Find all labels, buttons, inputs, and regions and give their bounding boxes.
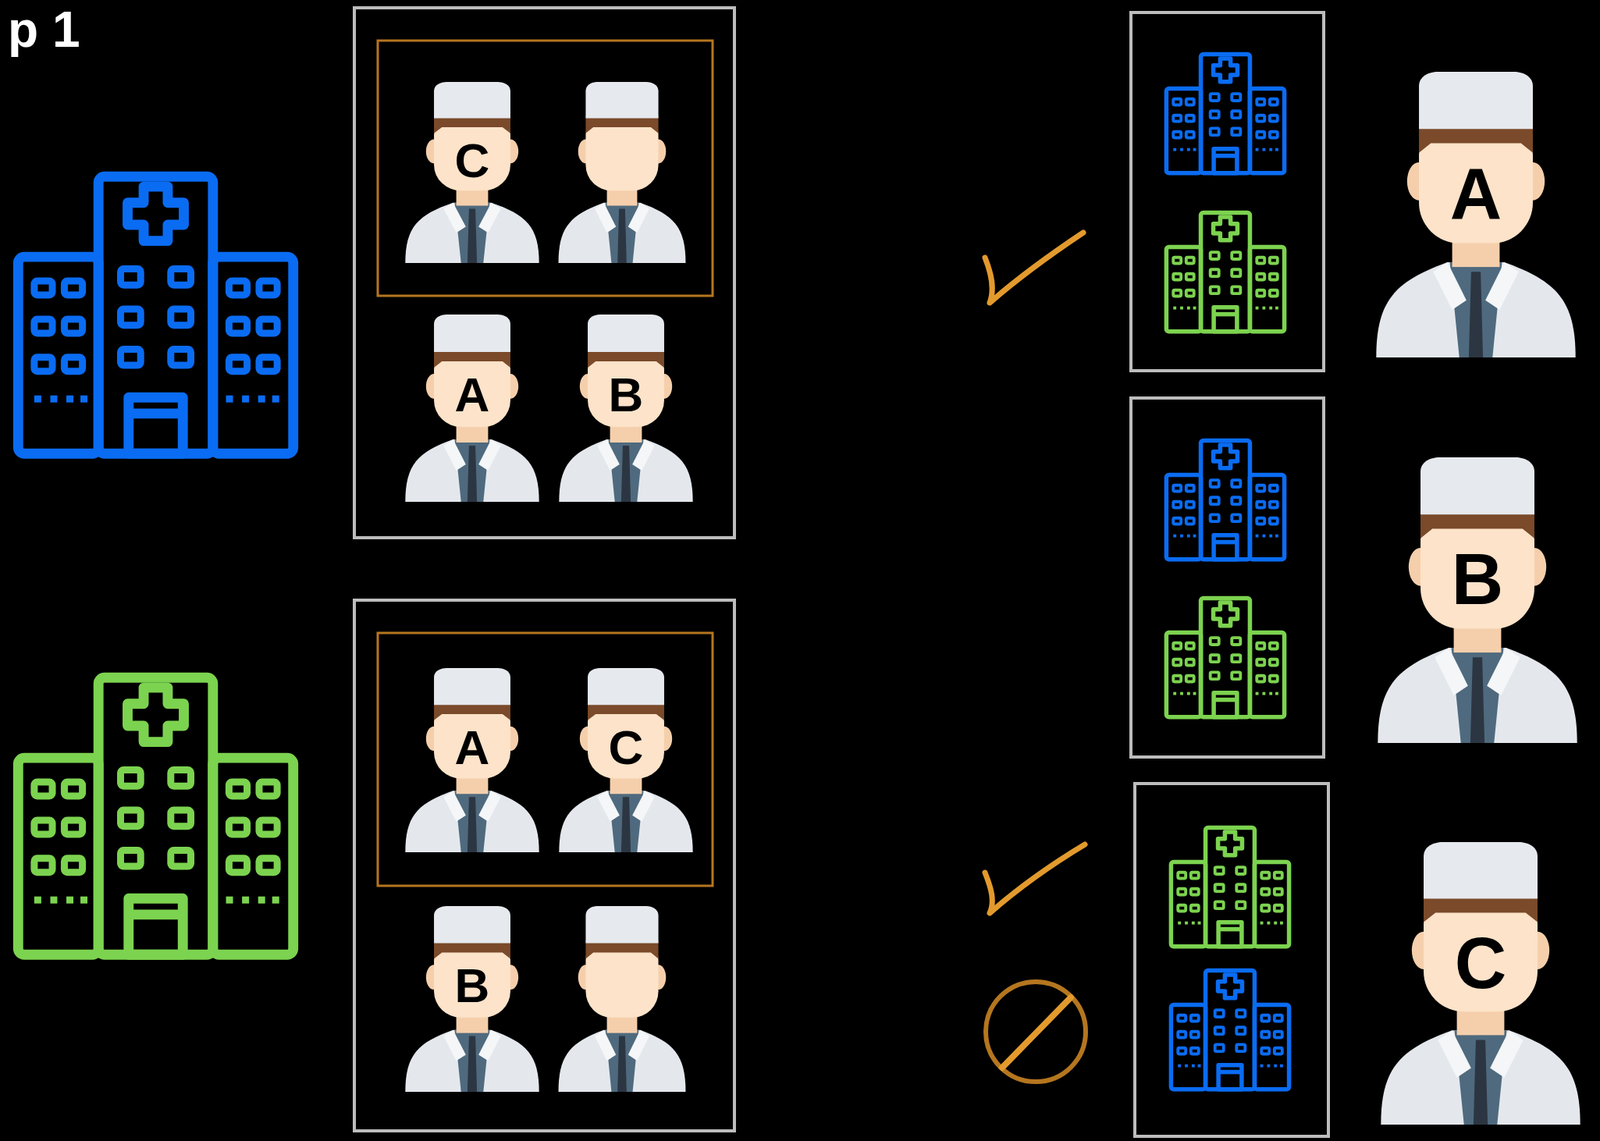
preference-frame — [1130, 12, 1324, 371]
doctor-label: C — [546, 723, 706, 772]
accepted-frame — [377, 40, 713, 296]
check-mark — [984, 844, 1085, 914]
hospital-icon — [17, 176, 293, 454]
hospital-icon — [1166, 53, 1284, 173]
doctor-figure: A — [392, 668, 552, 853]
doctor-figure: C — [546, 668, 706, 853]
preference-frame — [1130, 398, 1324, 758]
check-mark — [984, 232, 1084, 303]
doctor-icon — [558, 81, 687, 264]
doctor-label: A — [1357, 157, 1595, 230]
doctor-label: C — [1361, 927, 1600, 1000]
doctor-label: C — [392, 136, 552, 185]
hospital-icon — [1166, 597, 1284, 717]
doctor-figure: C — [392, 81, 552, 264]
hospital-icon — [17, 677, 293, 955]
doctor-figure: A — [1357, 71, 1595, 358]
doctor-figure: C — [1361, 842, 1600, 1125]
accepted-frame — [377, 632, 713, 886]
hospital-icon — [1170, 970, 1289, 1089]
doctor-figure: B — [546, 314, 706, 502]
title: p 1 — [7, 4, 80, 55]
doctor-figure: B — [1358, 457, 1597, 744]
doctor-figure: B — [392, 906, 552, 1092]
rejected-mark — [985, 981, 1086, 1082]
rejected-mark — [1002, 997, 1071, 1068]
doctor-label: B — [1358, 543, 1597, 616]
doctor-icon — [558, 906, 687, 1092]
hospital-icon — [1166, 212, 1284, 331]
doctor-label: B — [546, 370, 706, 420]
doctor-label: A — [392, 370, 552, 420]
hospital-icon — [1166, 440, 1284, 559]
rank-frame — [354, 7, 735, 538]
doctor-label: A — [392, 723, 552, 772]
doctor-label: B — [392, 961, 552, 1010]
doctor-figure: A — [392, 314, 552, 502]
hospital-icon — [1170, 827, 1289, 946]
preference-frame — [1134, 783, 1329, 1137]
rank-frame — [354, 600, 735, 1131]
